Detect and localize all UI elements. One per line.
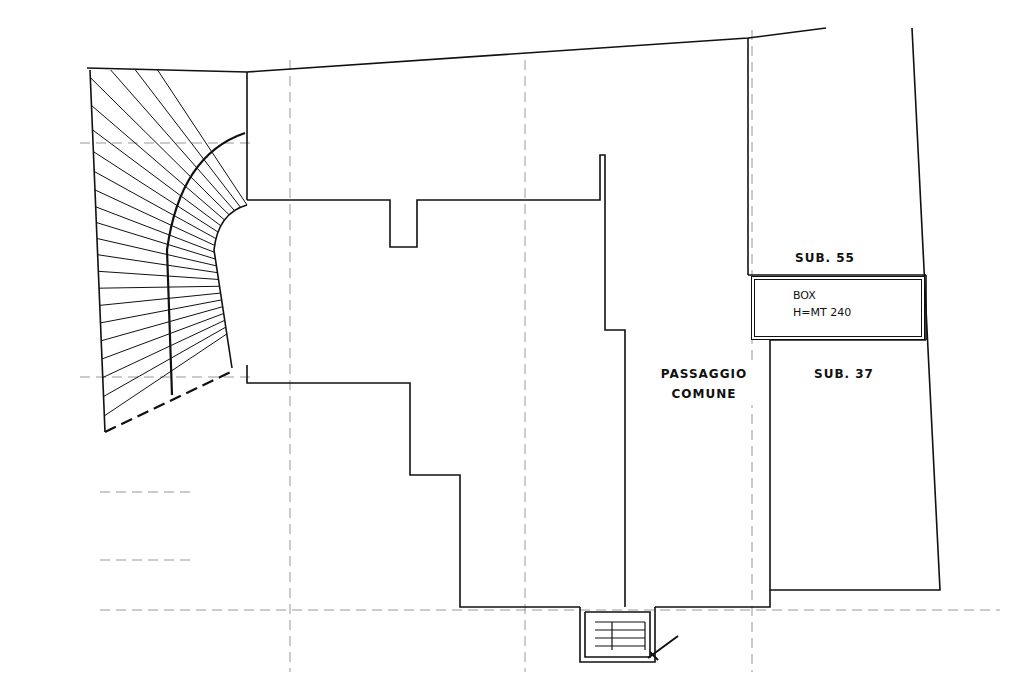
small-stair-steps <box>595 622 645 650</box>
stair-tread <box>99 286 219 288</box>
stair-tread <box>96 222 215 259</box>
stair-outer-wall <box>90 70 105 432</box>
stair-tread <box>100 300 221 323</box>
top-boundary <box>87 28 826 72</box>
spiral-stair <box>90 70 247 432</box>
small-stair-frame <box>580 607 655 662</box>
stair-tread <box>135 70 240 207</box>
stair-handrail <box>167 133 245 395</box>
sub-number: SUB. 55 <box>793 248 857 268</box>
stair-tread <box>98 271 218 279</box>
stair-tread <box>104 334 226 416</box>
garage-box: BOXH=MT 240 <box>751 276 925 340</box>
stair-cut-line <box>105 370 235 432</box>
stair-tread <box>98 255 218 273</box>
room-height: H=MT 240 <box>793 305 921 322</box>
wall <box>747 38 749 275</box>
stair-tread <box>96 207 215 252</box>
room-name: BOX <box>793 288 921 305</box>
stair-tread <box>101 307 222 341</box>
stair-tread <box>102 314 224 359</box>
area-name: PASSAGGIO COMUNE <box>648 364 760 405</box>
stair-tread <box>93 152 218 232</box>
walls <box>87 28 940 662</box>
stair-tread <box>104 327 226 396</box>
stair-tread <box>158 70 247 205</box>
sub-number: SUB. 37 <box>812 364 876 384</box>
passage-wall <box>247 155 625 607</box>
grid-lines <box>80 30 1000 672</box>
room-wall <box>247 365 580 607</box>
stair-tread <box>94 171 216 238</box>
stair-tread <box>92 130 220 226</box>
stair-tread <box>97 238 216 265</box>
stair-tread <box>103 320 225 377</box>
box-surround <box>748 275 926 340</box>
stair-tread <box>95 190 215 245</box>
wall <box>246 72 248 200</box>
small-stair-arrow <box>648 636 678 660</box>
